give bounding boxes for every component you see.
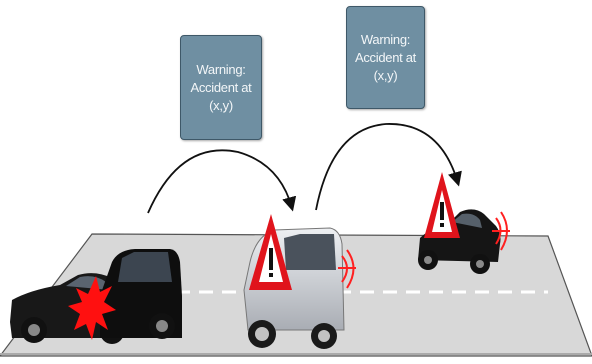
warning-message-title: Warning:	[361, 31, 410, 49]
warning-message-title: Warning:	[196, 61, 245, 79]
crashed-suv	[100, 249, 182, 339]
warning-message-bubble: Warning: Accident at (x,y)	[346, 6, 425, 109]
warning-message-bubble: Warning: Accident at (x,y)	[180, 35, 262, 140]
warning-message-text: Accident at (x,y)	[181, 79, 261, 115]
broadcast-arrow-icon	[148, 150, 292, 213]
warning-message-text: Accident at (x,y)	[347, 49, 424, 85]
warning-triangle-icon	[424, 172, 460, 238]
